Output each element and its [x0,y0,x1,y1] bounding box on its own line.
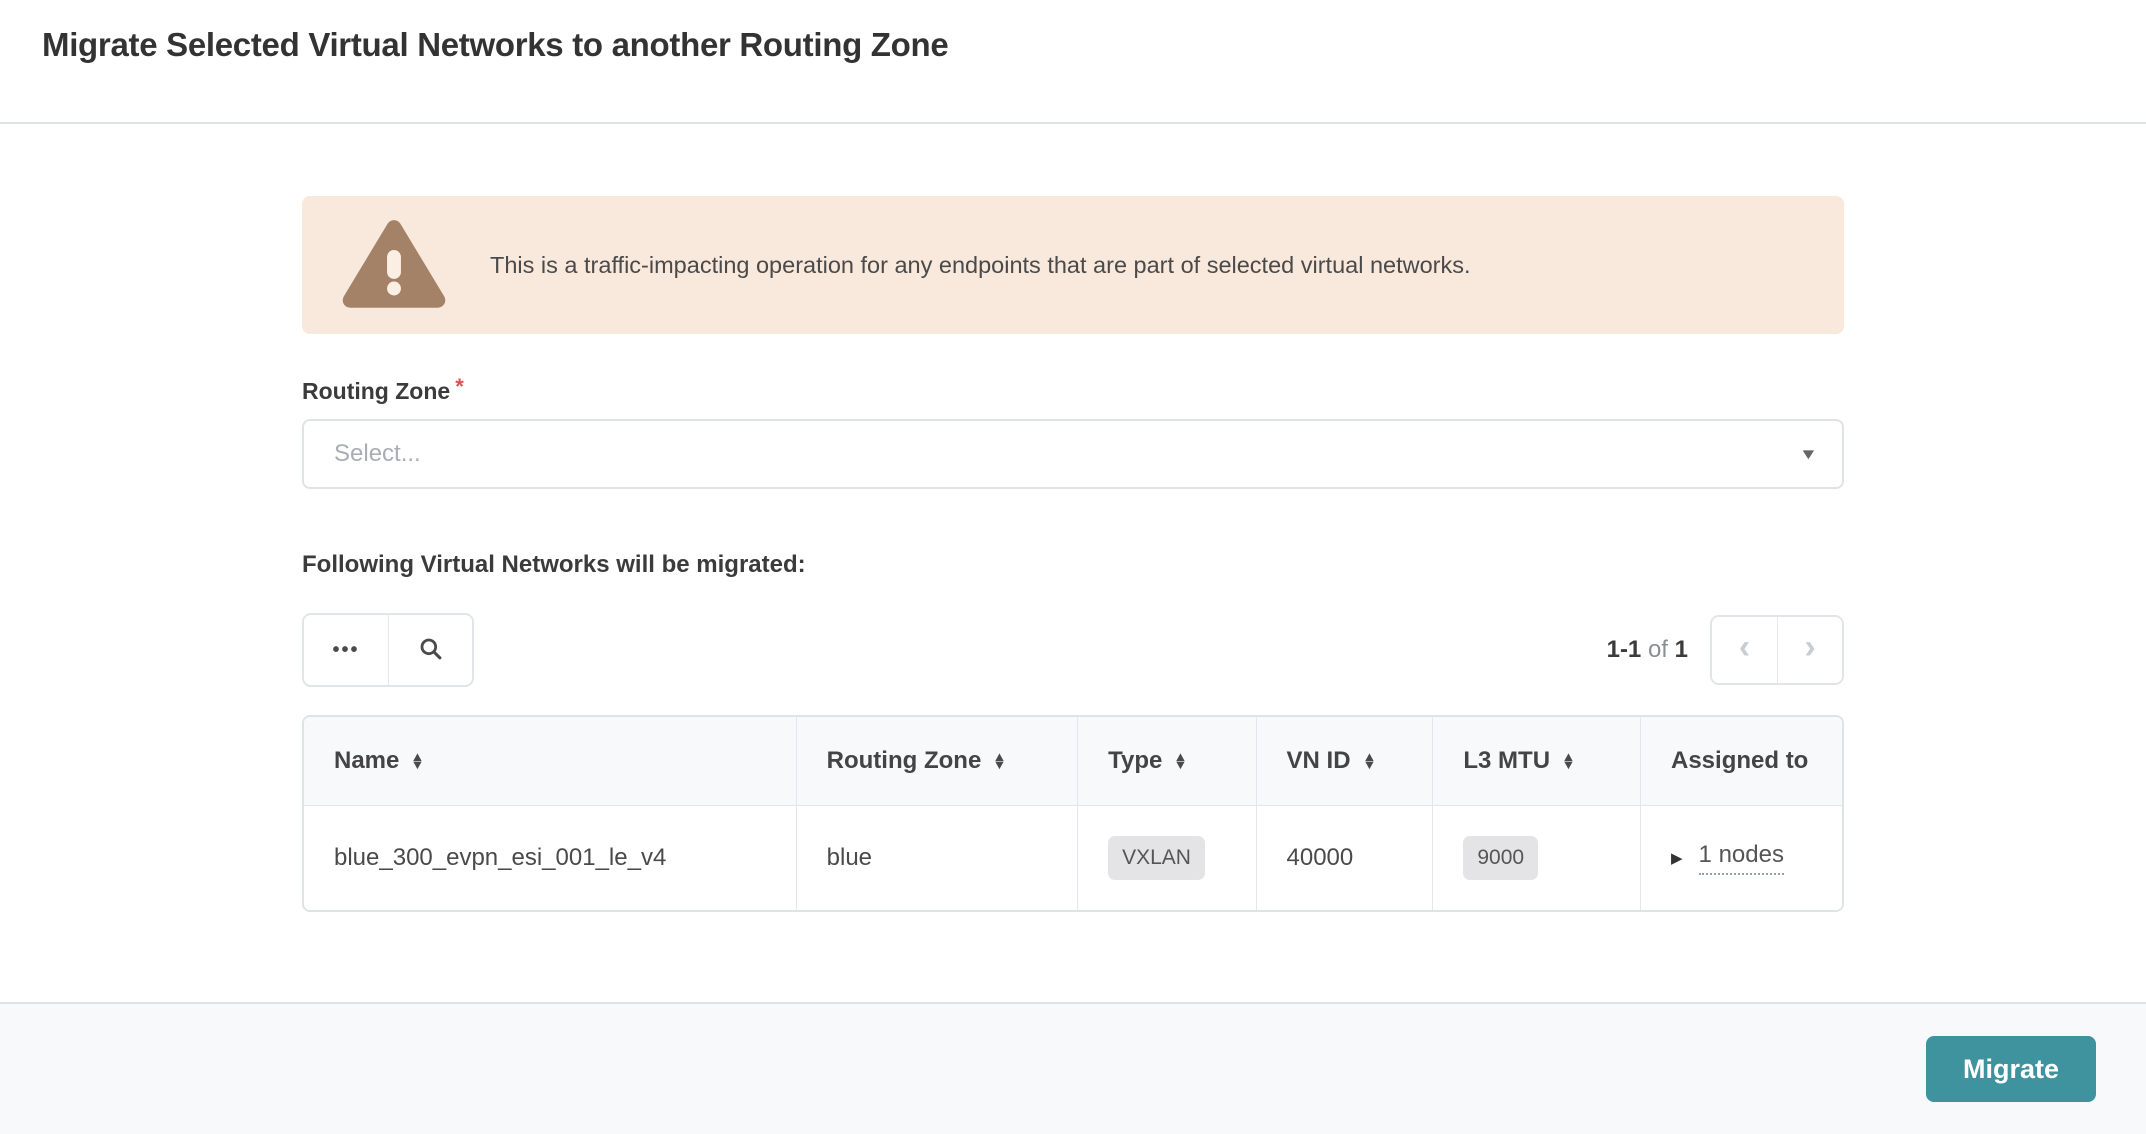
sort-icon: ▲▼ [1361,749,1377,773]
cell-assigned-to: ▶ 1 nodes [1640,805,1842,910]
table-header-row: Name▲▼ Routing Zone▲▼ Type▲▼ VN ID▲▼ L3 … [304,717,1842,806]
required-asterisk: * [455,374,464,399]
table-actions-group: ••• [302,613,474,687]
column-header-type[interactable]: Type▲▼ [1077,717,1257,806]
warning-banner: This is a traffic-impacting operation fo… [302,196,1844,334]
search-button[interactable] [388,615,472,685]
pagination: 1-1 of 1 ‹ › [1607,615,1844,685]
search-icon [418,636,444,665]
column-header-l3-mtu[interactable]: L3 MTU▲▼ [1432,717,1641,806]
routing-zone-select-placeholder: Select... [334,440,421,467]
chevron-down-icon: ▼ [1798,445,1819,463]
column-header-vn-id[interactable]: VN ID▲▼ [1255,717,1433,806]
row-expander-icon[interactable]: ▶ [1671,849,1683,867]
chevron-left-icon: ‹ [1738,628,1751,666]
sort-icon: ▲▼ [1561,749,1576,773]
cell-name: blue_300_evpn_esi_001_le_v4 [304,805,797,910]
warning-text: This is a traffic-impacting operation fo… [490,251,1471,278]
sort-icon: ▲▼ [992,749,1007,773]
column-header-name[interactable]: Name▲▼ [304,717,797,806]
cell-vn-id: 40000 [1255,805,1433,910]
cell-type: VXLAN [1077,805,1257,910]
cell-routing-zone: blue [795,805,1078,910]
table-toolbar: ••• 1-1 of 1 ‹ [302,613,1844,687]
table-row: blue_300_evpn_esi_001_le_v4 blue VXLAN 4… [304,805,1842,910]
next-page-button[interactable]: › [1777,617,1842,683]
pagination-range: 1-1 of 1 [1607,636,1688,664]
warning-triangle-icon [338,218,450,312]
virtual-networks-table: Name▲▼ Routing Zone▲▼ Type▲▼ VN ID▲▼ L3 … [302,715,1844,912]
sort-icon: ▲▼ [1173,749,1188,773]
cell-l3-mtu: 9000 [1432,805,1641,910]
pagination-range-value: 1-1 [1606,636,1642,663]
pagination-total: 1 [1674,636,1688,663]
migrated-networks-heading: Following Virtual Networks will be migra… [302,551,806,578]
column-header-routing-zone[interactable]: Routing Zone▲▼ [795,717,1078,806]
page-title: Migrate Selected Virtual Networks to ano… [42,26,949,63]
pagination-of-word: of [1647,636,1668,663]
migrate-button[interactable]: Migrate [1926,1036,2096,1102]
prev-page-button[interactable]: ‹ [1712,617,1777,683]
more-options-button[interactable]: ••• [304,615,388,685]
type-badge: VXLAN [1108,835,1205,880]
routing-zone-label: Routing Zone [302,378,451,404]
assigned-nodes-link[interactable]: 1 nodes [1698,841,1784,875]
chevron-right-icon: › [1804,628,1816,666]
sort-icon: ▲▼ [410,749,425,773]
column-header-assigned-to: Assigned to [1640,717,1842,806]
l3-mtu-badge: 9000 [1463,835,1539,880]
dialog-header: Migrate Selected Virtual Networks to ano… [0,0,2146,124]
ellipsis-icon: ••• [332,639,360,661]
pagination-buttons: ‹ › [1710,615,1844,685]
dialog-footer: Migrate [0,1002,2146,1134]
routing-zone-select[interactable]: Select... ▼ [302,419,1844,489]
dialog-body: This is a traffic-impacting operation fo… [302,124,1844,1002]
